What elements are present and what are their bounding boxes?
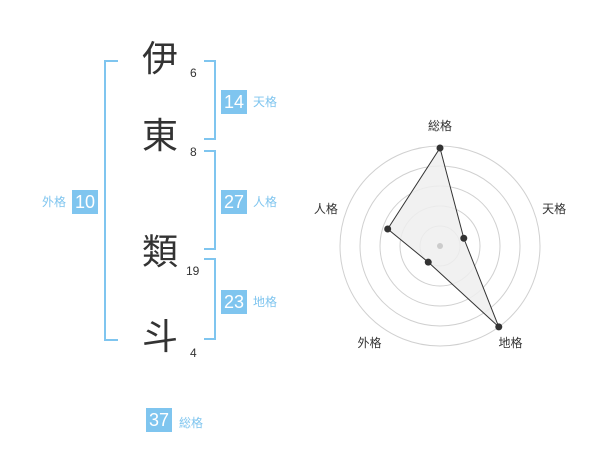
tenkaku-score-badge: 14 [221,90,247,114]
radar-data-points [384,144,503,331]
radar-axis-label-4: 外格 [357,335,381,350]
jinkaku-label: 人格 [253,195,278,209]
radar-point-2 [460,234,468,242]
chikaku-score-badge: 23 [221,290,247,314]
radar-point-3 [495,323,503,331]
radar-axis-label-5: 人格 [314,201,338,216]
name-char-3: 類 [141,232,178,273]
jinkaku-score-badge: 27 [221,190,247,214]
gaikaku-bracket [104,60,118,341]
stroke-count-1: 6 [190,66,197,80]
soukaku-label: 総格 [179,416,204,430]
name-char-4: 斗 [141,317,178,358]
soukaku-score-badge: 37 [146,408,172,432]
radar-axis-label-1: 総格 [428,118,452,133]
radar-data-polygon [387,146,500,328]
name-char-1: 伊 [141,39,178,80]
jinkaku-bracket [204,150,216,250]
stroke-count-4: 4 [190,346,197,360]
radar-center-dot [437,243,443,249]
radar-point-1 [436,144,444,152]
gaikaku-score-badge: 10 [72,190,98,214]
stroke-count-3: 19 [186,264,200,278]
chikaku-label: 地格 [253,295,278,309]
gaikaku-label: 外格 [41,195,66,209]
radar-axis-label-2: 天格 [542,201,566,216]
name-char-2: 東 [141,116,178,157]
radar-axis-label-3: 地格 [499,335,523,350]
tenkaku-bracket [204,60,216,140]
stroke-count-2: 8 [190,145,197,159]
radar-point-4 [424,258,432,266]
radar-point-5 [384,225,392,233]
chikaku-bracket [204,258,216,340]
tenkaku-label: 天格 [253,95,278,109]
